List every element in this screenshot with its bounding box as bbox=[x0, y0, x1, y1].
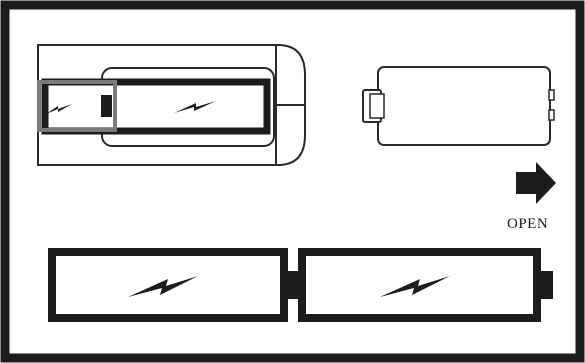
cover-tab-top bbox=[548, 89, 555, 101]
battery-right-body bbox=[298, 248, 541, 322]
installed-battery-bolt-icon bbox=[174, 101, 216, 113]
cover-tab-bottom bbox=[548, 109, 555, 121]
battery-right-bolt-icon bbox=[380, 276, 450, 297]
remote-control-top-view bbox=[37, 44, 306, 166]
open-direction-indicator: OPEN bbox=[507, 162, 556, 232]
battery-end-highlight-box bbox=[37, 80, 117, 132]
battery-left-terminal bbox=[284, 271, 298, 299]
battery-right-terminal bbox=[537, 271, 553, 299]
cover-latch-inner bbox=[369, 93, 385, 119]
battery-compartment-cover bbox=[362, 66, 555, 146]
cover-body bbox=[377, 66, 551, 146]
battery-right bbox=[298, 248, 553, 322]
installed-battery-body bbox=[41, 78, 271, 135]
open-label: OPEN bbox=[507, 216, 548, 232]
battery-left-bolt-icon bbox=[128, 276, 198, 297]
battery-left-body bbox=[48, 248, 288, 322]
arrow-right-icon bbox=[516, 162, 556, 204]
installed-battery-bolt-icon-small bbox=[46, 104, 72, 114]
battery-left bbox=[48, 248, 298, 322]
installed-battery-terminal bbox=[101, 95, 112, 117]
